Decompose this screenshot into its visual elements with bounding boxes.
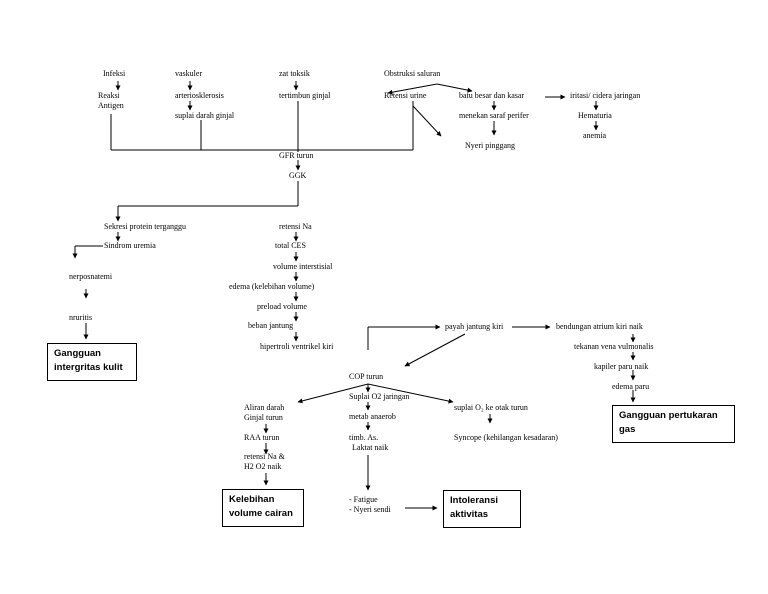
node-nyeri-pinggang: Nyeri pinggang [465,141,515,150]
node-metab: metab anaerob [349,412,396,421]
node-hematuria: Hematuria [578,111,612,120]
edge-cop-aliran [297,383,369,404]
diagnosis-line-2: intergritas kulit [54,362,123,373]
node-total-ces: total CES [275,241,306,250]
node-kapiler: kapiler paru naik [594,362,649,371]
node-gfr: GFR turun [279,151,314,160]
node-volume-interstisial: volume interstisial [273,262,333,271]
node-ggk: GGK [289,171,307,180]
edge-obstruksi-retensi [387,83,438,95]
diagnosis-line-2: gas [619,424,636,435]
node-sekresi: Sekresi protein terganggu [104,222,187,231]
node-edema-paru: edema paru [612,382,650,391]
node-retensi-na: retensi Na [279,222,312,231]
node-payah-jantung: payah jantung kiri [445,322,504,331]
node-menekan-saraf: menekan saraf perifer [459,111,529,120]
node-antigen: Antigen [98,101,124,110]
diagnosis-gangguan-integritas-kulit: Gangguan intergritas kulit [47,343,137,381]
diagnosis-kelebihan-volume-cairan: Kelebihan volume cairan [222,489,304,527]
node-obstruksi: Obstruksi saluran [384,69,441,78]
edge-payah-cop [404,333,466,367]
diagnosis-gangguan-pertukaran-gas: Gangguan pertukaran gas [612,405,735,443]
node-nyeri-sendi: - Nyeri sendi [349,505,391,514]
node-suplai-o2: Suplai O2 jaringan [349,392,410,401]
node-tertimbun: tertimbun ginjal [279,91,331,100]
node-sindrom: Sindrom uremia [104,241,156,250]
node-anemia: anemia [583,131,607,140]
node-infeksi: Infeksi [103,69,126,78]
node-retensi-na2: retensi Na & [244,452,285,461]
edge-obstruksi-batu [436,83,473,93]
node-beban-jantung: beban jantung [248,321,294,330]
node-bendungan: bendungan atrium kiri naik [556,322,643,331]
node-h2o: H2 O2 naik [244,462,282,471]
diagnosis-line-1: Gangguan pertukaran [619,410,718,421]
node-ginjal-turun: Ginjal turun [244,413,283,422]
node-nruritis: nruritis [69,313,93,322]
node-cop: COP turun [349,372,384,381]
diagnosis-intoleransi-aktivitas: Intoleransi aktivitas [443,490,521,528]
edge-cop-otak [367,383,454,404]
node-vaskuler: vaskuler [175,69,203,78]
diagnosis-line-1: Gangguan [54,348,101,359]
node-raa: RAA turun [244,433,280,442]
node-edema-kelebihan: edema (kelebihan volume) [229,282,315,291]
diagnosis-line-2: aktivitas [450,509,489,520]
node-arteriosklerosis: arteriosklerosis [175,91,224,100]
node-retensi-urine: Retensi urine [384,91,427,100]
node-iritasi: iritasi/ cidera jaringan [570,91,641,100]
node-batu-besar: batu besar dan kasar [459,91,525,100]
diagnosis-line-1: Intoleransi [450,495,499,506]
node-suplai-darah: suplai darah ginjal [175,111,235,120]
node-nerposnatemi: nerposnatemi [69,272,113,281]
node-laktat: Laktat naik [352,443,389,452]
node-aliran-darah: Aliran darah [244,403,285,412]
edge-retensi-nyeri [412,105,442,137]
node-syncope: Syncope (kehilangan kesadaran) [454,433,558,442]
node-hipertroli: hipertroli ventrikel kiri [260,342,334,351]
node-suplai-otak: suplai O₂ ke otak turun [454,403,528,412]
node-zat-toksik: zat toksik [279,69,310,78]
node-fatigue: - Fatigue [349,495,378,504]
node-tekanan-vena: tekanan vena vulmonalis [574,342,654,351]
node-timb: timb. As. [349,433,379,442]
node-reaksi: Reaksi [98,91,120,100]
node-preload: preload volume [257,302,307,311]
diagnosis-line-1: Kelebihan [229,494,275,505]
diagnosis-line-2: volume cairan [229,508,293,519]
